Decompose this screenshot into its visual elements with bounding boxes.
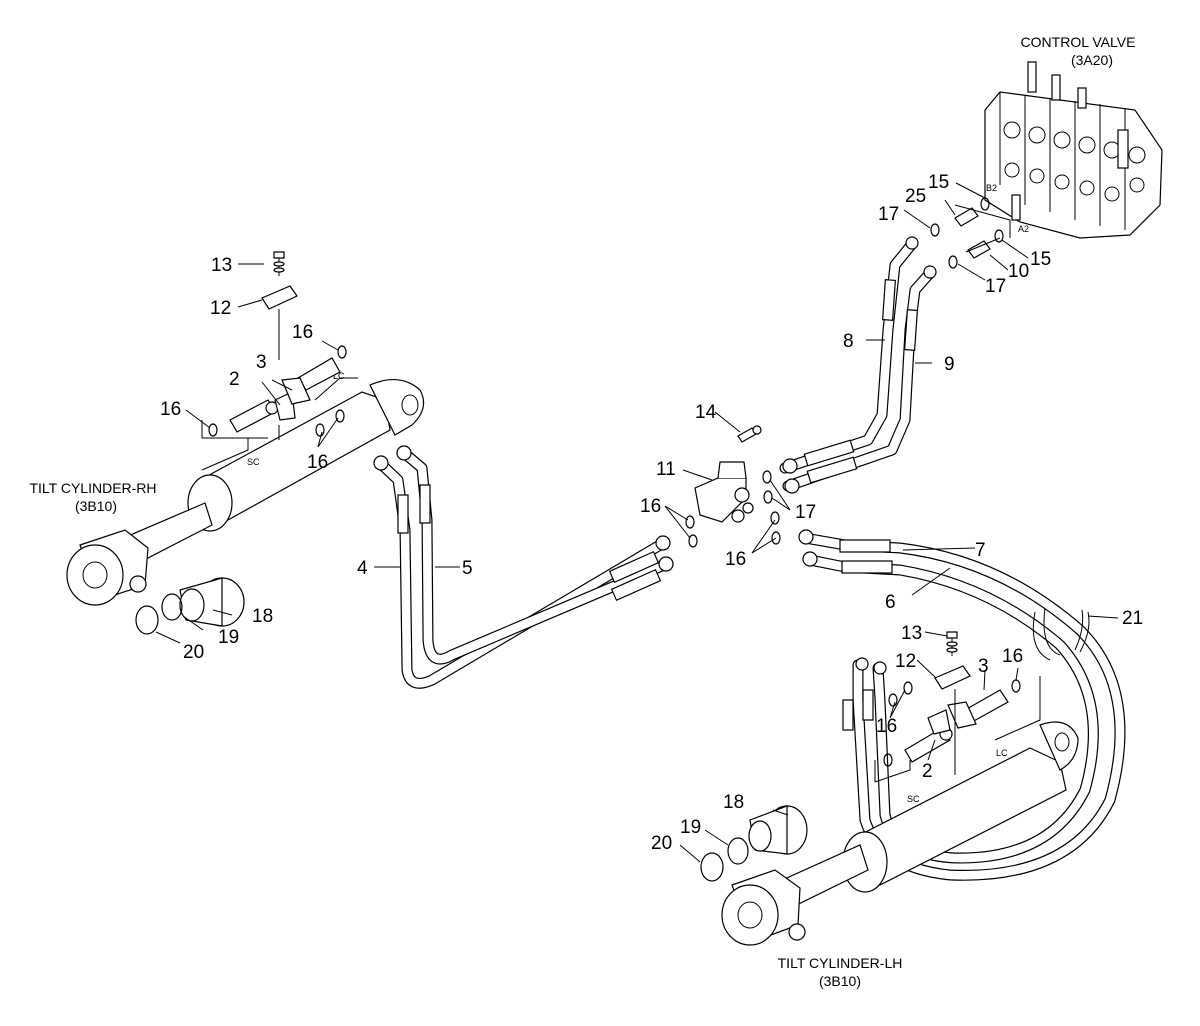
- callout-11[interactable]: 11: [656, 459, 676, 480]
- callout-16-lh-right[interactable]: 16: [1002, 646, 1023, 667]
- callout-16-rh-bottom[interactable]: 16: [307, 452, 328, 473]
- o-ring-15-lower[interactable]: [994, 229, 1004, 243]
- ring-20-lh[interactable]: [700, 852, 724, 882]
- o-ring-16-bracket-a[interactable]: [685, 515, 695, 529]
- callout-16-center-left[interactable]: 16: [640, 496, 661, 517]
- callout-10[interactable]: 10: [1008, 261, 1029, 282]
- port-a2-label: A2: [1018, 224, 1029, 234]
- o-ring-16-bracket-c[interactable]: [770, 511, 780, 525]
- clamp-21[interactable]: [1032, 607, 1090, 661]
- o-ring-17-bracket-a[interactable]: [762, 470, 772, 484]
- bolt-13-lh[interactable]: [946, 631, 958, 656]
- o-ring-16-rh-c[interactable]: [315, 423, 325, 437]
- o-ring-16-lh-b[interactable]: [888, 693, 898, 707]
- adapter-25[interactable]: [954, 207, 979, 227]
- port-lc-lh-label: LC: [996, 748, 1008, 758]
- part-callouts: 13 12 16 3 2 16 16 4 5 18 19 20 14 11 16…: [160, 172, 1143, 854]
- tilt-cylinder-rh[interactable]: [66, 379, 425, 606]
- control-valve-ref: (3A20): [1071, 52, 1113, 68]
- callout-17-lower[interactable]: 17: [985, 276, 1006, 297]
- hose-8[interactable]: [779, 238, 918, 474]
- fitting-2-rh[interactable]: [229, 391, 296, 433]
- ring-19-lh[interactable]: [727, 837, 749, 865]
- callout-13-lh[interactable]: 13: [901, 623, 922, 644]
- tilt-rh-ref: (3B10): [75, 498, 117, 514]
- callout-6[interactable]: 6: [885, 592, 896, 613]
- ring-19-rh[interactable]: [161, 593, 183, 621]
- bushing-18-lh[interactable]: [748, 805, 808, 855]
- adapter-10[interactable]: [967, 240, 991, 259]
- callout-12-rh[interactable]: 12: [210, 298, 231, 319]
- control-valve-label: CONTROL VALVE: [1021, 34, 1136, 50]
- callout-16-rh-top[interactable]: 16: [292, 322, 313, 343]
- callout-20-lh[interactable]: 20: [651, 833, 672, 854]
- bolt-14[interactable]: [737, 425, 762, 443]
- callout-2-rh[interactable]: 2: [229, 369, 240, 390]
- tilt-rh-label: TILT CYLINDER-RH: [29, 480, 156, 496]
- tilt-cylinder-lh[interactable]: [721, 721, 1079, 946]
- callout-25[interactable]: 25: [905, 186, 926, 207]
- hose-4[interactable]: [374, 457, 666, 689]
- callout-9[interactable]: 9: [944, 354, 955, 375]
- hose-fittings: [373, 236, 937, 731]
- callout-3-rh[interactable]: 3: [256, 352, 267, 373]
- port-sc-lh-label: SC: [907, 794, 920, 804]
- callout-13-rh[interactable]: 13: [211, 255, 232, 276]
- o-ring-16-rh-a[interactable]: [208, 423, 218, 437]
- callout-4[interactable]: 4: [357, 558, 368, 579]
- callout-16-center-right[interactable]: 16: [725, 549, 746, 570]
- control-valve[interactable]: [984, 61, 1163, 239]
- callout-14[interactable]: 14: [695, 402, 717, 423]
- callout-18-lh[interactable]: 18: [723, 792, 744, 813]
- o-ring-17-lower[interactable]: [948, 255, 958, 269]
- o-ring-16-rh-b[interactable]: [337, 345, 347, 359]
- fitting-3-rh[interactable]: [281, 357, 341, 405]
- tilt-lh-ref: (3B10): [819, 973, 861, 989]
- tilt-lh-label: TILT CYLINDER-LH: [778, 955, 903, 971]
- callout-2-lh[interactable]: 2: [922, 761, 933, 782]
- callout-16-rh-left[interactable]: 16: [160, 399, 181, 420]
- callout-15-upper[interactable]: 15: [928, 172, 949, 193]
- o-ring-17-upper[interactable]: [930, 223, 940, 237]
- callout-19-lh[interactable]: 19: [680, 817, 701, 838]
- callout-5[interactable]: 5: [462, 558, 473, 579]
- hose-5[interactable]: [397, 446, 670, 665]
- callout-18-rh[interactable]: 18: [252, 606, 273, 627]
- port-sc-rh-label: SC: [247, 457, 260, 467]
- ring-20-rh[interactable]: [135, 605, 159, 635]
- bolt-13-rh[interactable]: [273, 251, 285, 276]
- callout-20-rh[interactable]: 20: [183, 642, 204, 663]
- callout-17-upper[interactable]: 17: [878, 204, 899, 225]
- port-lc-rh-label: LC: [333, 371, 345, 381]
- hose-9[interactable]: [782, 267, 936, 492]
- callout-3-lh[interactable]: 3: [978, 656, 989, 677]
- o-ring-17-bracket-b[interactable]: [763, 490, 773, 504]
- o-ring-16-bracket-d[interactable]: [771, 531, 781, 545]
- fitting-2-lh[interactable]: [904, 709, 953, 763]
- o-ring-16-lh-d[interactable]: [883, 753, 893, 767]
- plate-12-lh[interactable]: [934, 665, 971, 690]
- o-ring-16-bracket-b[interactable]: [688, 534, 698, 548]
- hose-7[interactable]: [799, 532, 1126, 881]
- callout-12-lh[interactable]: 12: [895, 651, 916, 672]
- callout-21[interactable]: 21: [1122, 608, 1143, 629]
- callout-17-center[interactable]: 17: [795, 502, 816, 523]
- fitting-3-lh[interactable]: [947, 689, 1009, 729]
- callout-16-lh-left[interactable]: 16: [876, 716, 897, 737]
- leader-lines: [155, 182, 1119, 863]
- bracket-11[interactable]: [694, 461, 754, 523]
- port-b2-label: B2: [986, 183, 997, 193]
- callout-15-lower[interactable]: 15: [1030, 249, 1051, 270]
- callout-8[interactable]: 8: [843, 331, 854, 352]
- o-ring-16-lh-c[interactable]: [1011, 679, 1021, 693]
- plate-12-rh[interactable]: [261, 285, 298, 310]
- callout-19-rh[interactable]: 19: [218, 627, 239, 648]
- o-ring-16-rh-d[interactable]: [335, 409, 345, 423]
- callout-7[interactable]: 7: [975, 540, 986, 561]
- o-ring-16-lh-a[interactable]: [903, 681, 913, 695]
- bushing-18-rh[interactable]: [179, 577, 245, 627]
